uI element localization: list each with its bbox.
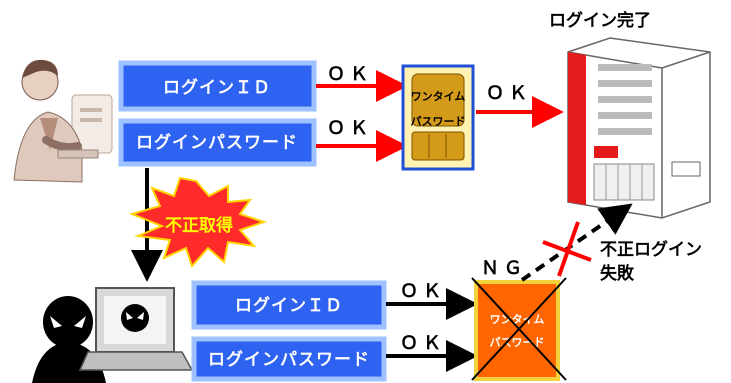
- ng-label: ＮＧ: [481, 258, 527, 279]
- fail-cross-icon: [542, 221, 592, 277]
- top-id-ok-label: ＯＫ: [327, 64, 373, 85]
- bottom-login-password-label: ログインパスワード: [208, 349, 370, 370]
- theft-label: 不正取得: [165, 215, 233, 236]
- fail-label-1: 不正ログイン: [600, 239, 702, 260]
- top-login-password-label: ログインパスワード: [136, 132, 298, 153]
- bottom-password-ok-label: ＯＫ: [400, 333, 446, 354]
- top-login-password-button: ログインパスワード: [118, 118, 317, 167]
- bottom-id-ok-label: ＯＫ: [400, 281, 446, 302]
- bottom-login-password-button: ログインパスワード: [191, 336, 387, 382]
- ng-dashed-arrow: [520, 203, 633, 282]
- top-otp-label-1: ワンタイム: [411, 90, 466, 103]
- fail-label-2: 失敗: [600, 263, 635, 284]
- top-login-id-label: ログインＩＤ: [163, 77, 271, 98]
- top-login-id-button: ログインＩＤ: [118, 60, 317, 112]
- theft-starburst-icon: [128, 176, 268, 268]
- businessman-icon: [13, 59, 113, 183]
- otp-token-blocked-icon: ワンタイム パスワード: [471, 277, 567, 381]
- cross-line-2: [471, 277, 567, 381]
- bottom-login-id-label: ログインＩＤ: [235, 295, 343, 316]
- top-otp-label-2: パスワード: [411, 115, 466, 128]
- otp-ok-label: ＯＫ: [486, 83, 532, 104]
- bottom-login-id-button: ログインＩＤ: [191, 280, 387, 330]
- otp-token-icon: ワンタイム パスワード: [401, 64, 475, 171]
- server-building-icon: [567, 37, 711, 219]
- login-complete-label: ログイン完了: [549, 10, 651, 31]
- top-password-ok-label: ＯＫ: [327, 118, 373, 139]
- laptop-icon: [78, 287, 194, 371]
- bottom-otp-label-1: ワンタイム: [490, 313, 545, 326]
